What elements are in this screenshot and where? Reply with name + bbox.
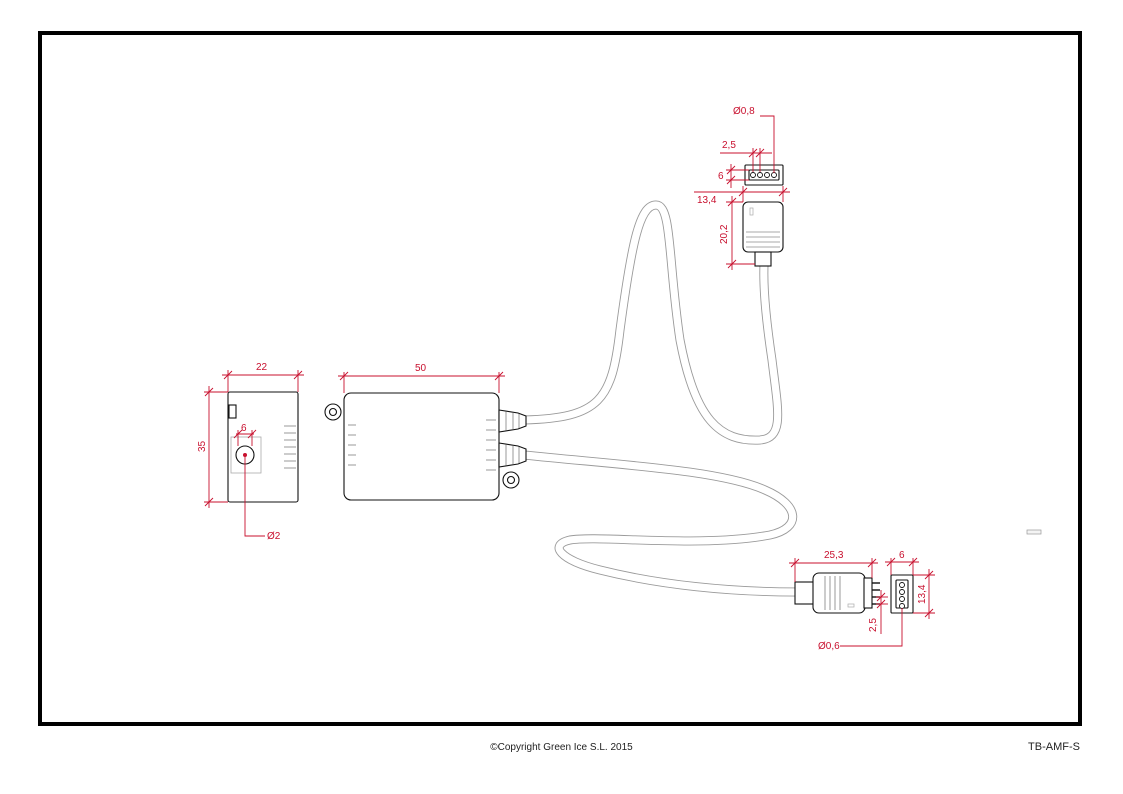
dim-male-pitch: 2,5 (868, 618, 879, 632)
dim-female-pin: Ø0,8 (733, 106, 755, 117)
copyright-text: ©Copyright Green Ice S.L. 2015 (490, 742, 633, 753)
dimension-lines (204, 115, 935, 647)
dim-female-length: 20,2 (719, 224, 730, 244)
dim-female-width: 13,4 (697, 195, 717, 206)
small-mark (1026, 529, 1042, 535)
box-side-view (227, 391, 299, 503)
cables (519, 200, 802, 597)
box-top-view (324, 392, 527, 501)
dimension-labels: 22 35 6 Ø2 50 Ø0,8 2,5 6 13,4 20,2 25,3 … (197, 106, 928, 652)
dim-male-face-height: 13,4 (917, 584, 928, 604)
dim-female-face-height: 6 (718, 171, 724, 182)
male-connector (794, 572, 914, 614)
dim-side-height: 35 (197, 440, 208, 452)
dim-box-length: 50 (415, 363, 427, 374)
dim-jack-width: 6 (241, 423, 247, 434)
dim-jack-hole: Ø2 (267, 531, 281, 542)
dim-male-face-width: 6 (899, 550, 905, 561)
dim-male-length: 25,3 (824, 550, 844, 561)
drawing-frame (38, 31, 1082, 726)
dim-side-width: 22 (256, 362, 268, 373)
female-connector (742, 164, 784, 267)
dim-male-pin: Ø0,6 (818, 641, 840, 652)
dim-female-pitch: 2,5 (722, 140, 736, 151)
drawing-reference: TB-AMF-S (1028, 741, 1080, 753)
